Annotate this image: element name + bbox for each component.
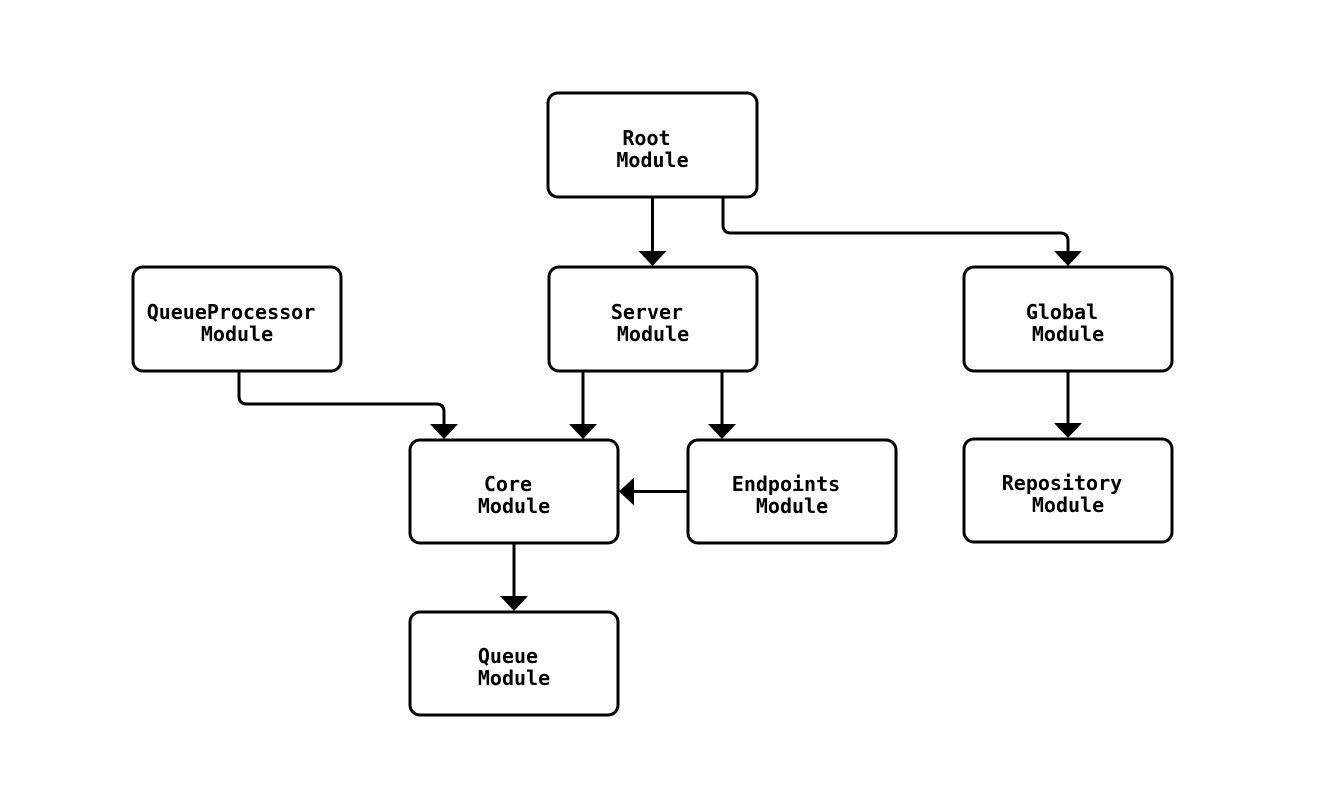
node-repository-module-label: Repository Module: [1002, 464, 1134, 517]
edge-server-to-core-arrowhead: [569, 424, 597, 439]
node-server-module-label-line2: Module: [617, 322, 689, 346]
node-repository-module-label-line1: Repository: [1002, 471, 1122, 495]
node-queueprocessor-module-label-line1: QueueProcessor: [147, 300, 316, 324]
node-global-module-label: Global Module: [1026, 293, 1110, 346]
node-core-module-box: [408, 438, 620, 545]
node-root-module: Root Module: [546, 91, 759, 199]
edge-queueprocessor-to-core: [237, 371, 446, 425]
node-queueprocessor-module: QueueProcessor Module: [131, 265, 343, 373]
edge-endpoints-to-core-arrowhead: [619, 477, 634, 506]
node-root-module-box: [546, 91, 759, 199]
node-root-module-label-line1: Root: [622, 126, 670, 150]
node-core-module-label-line1: Core: [484, 472, 532, 496]
node-root-module-label-line2: Module: [616, 148, 688, 172]
node-core-module-label: Core Module: [478, 465, 550, 518]
node-global-module: Global Module: [962, 265, 1174, 373]
node-server-module-label: Server Module: [611, 293, 695, 346]
node-endpoints-module-box: [686, 438, 898, 545]
node-queue-module-label-line1: Queue: [478, 644, 538, 668]
node-server-module: Server Module: [547, 265, 759, 373]
node-repository-module: Repository Module: [962, 437, 1174, 544]
node-queueprocessor-module-label: QueueProcessor Module: [147, 293, 328, 346]
node-global-module-label-line2: Module: [1032, 322, 1104, 346]
node-queue-module-box: [408, 610, 620, 717]
edge-global-to-repository-arrowhead: [1054, 423, 1082, 438]
edge-root-to-global-arrowhead: [1054, 251, 1082, 266]
node-queue-module: Queue Module: [408, 610, 620, 717]
node-global-module-box: [962, 265, 1174, 373]
node-global-module-label-line1: Global: [1026, 300, 1098, 324]
node-endpoints-module-label: Endpoints Module: [732, 465, 852, 518]
node-queue-module-label: Queue Module: [478, 637, 550, 690]
edge-server-to-endpoints-arrowhead: [708, 424, 736, 439]
edge-root-to-global: [721, 197, 1070, 252]
edge-core-to-queue-arrowhead: [500, 596, 528, 611]
node-server-module-box: [547, 265, 759, 373]
node-core-module-label-line2: Module: [478, 494, 550, 518]
node-repository-module-label-line2: Module: [1032, 493, 1104, 517]
node-root-module-label: Root Module: [616, 119, 688, 172]
node-endpoints-module: Endpoints Module: [686, 438, 898, 545]
node-server-module-label-line1: Server: [611, 300, 683, 324]
edge-queueprocessor-to-core-arrowhead: [430, 424, 458, 439]
node-repository-module-box: [962, 437, 1174, 544]
node-core-module: Core Module: [408, 438, 620, 545]
node-endpoints-module-label-line1: Endpoints: [732, 472, 840, 496]
node-queueprocessor-module-box: [131, 265, 343, 373]
node-endpoints-module-label-line2: Module: [756, 494, 828, 518]
edge-root-to-server-arrowhead: [638, 251, 667, 266]
node-queue-module-label-line2: Module: [478, 666, 550, 690]
node-queueprocessor-module-label-line2: Module: [201, 322, 273, 346]
